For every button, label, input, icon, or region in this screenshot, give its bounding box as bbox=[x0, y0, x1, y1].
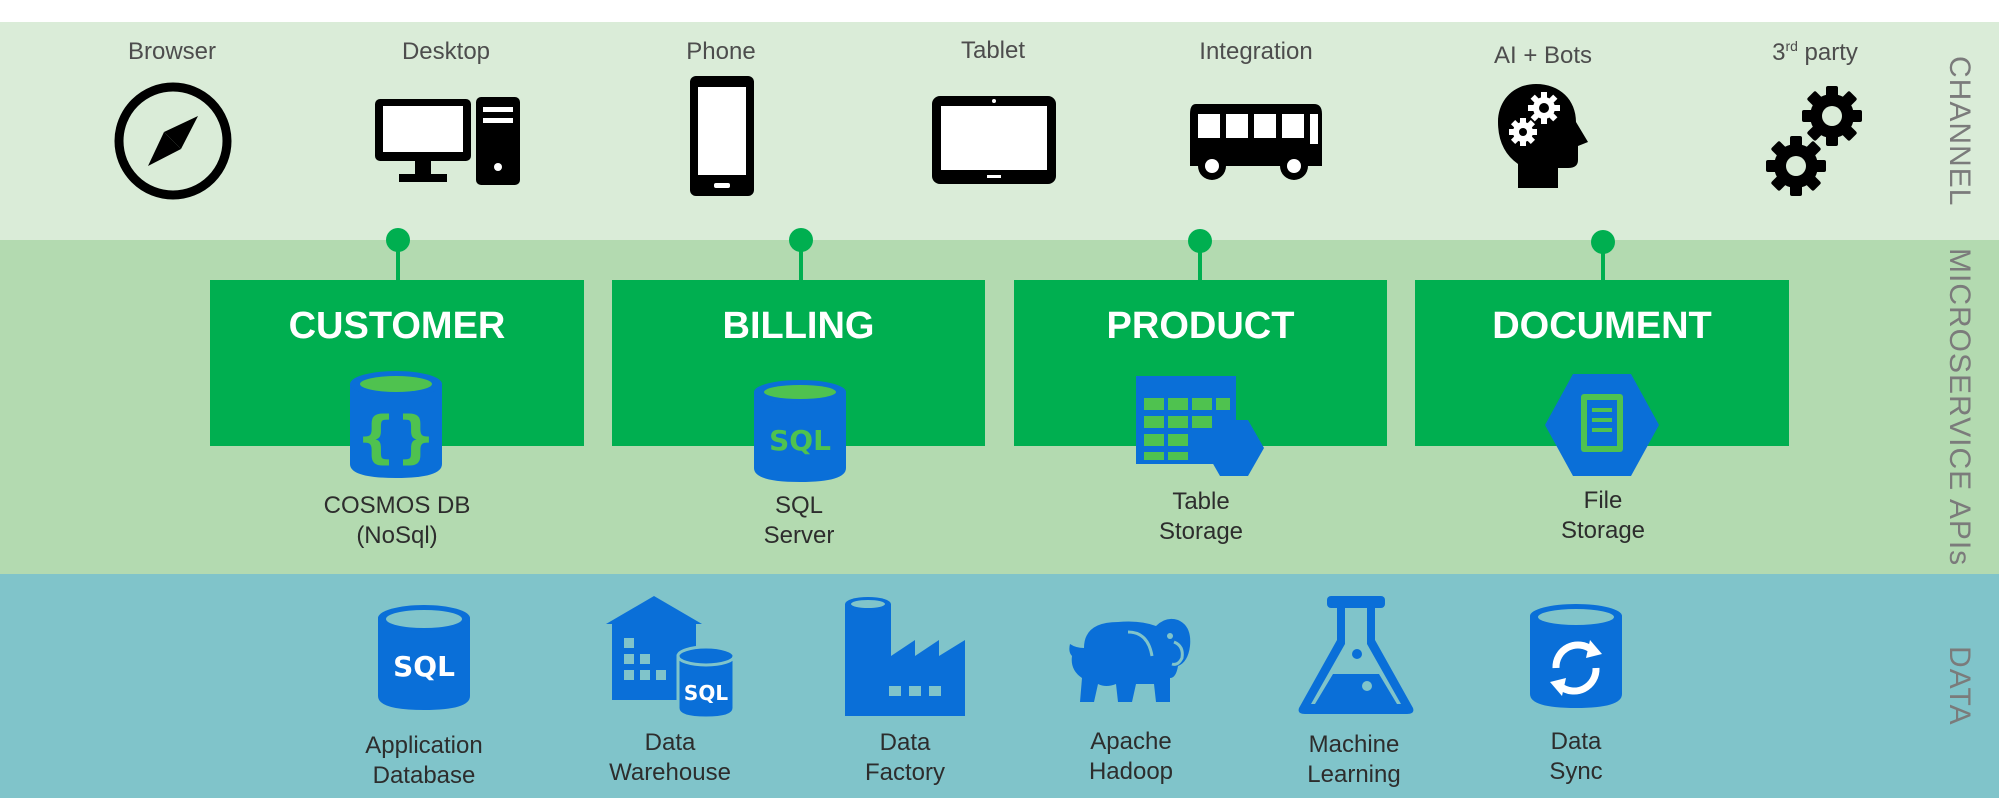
data-warehouse-icon: SQL bbox=[606, 596, 736, 720]
sql-server-icon: SQL bbox=[754, 380, 846, 482]
hadoop-elephant-icon bbox=[1069, 618, 1191, 702]
side-label-channel: CHANNEL bbox=[1943, 55, 1976, 207]
data-label-line: Machine bbox=[1308, 731, 1400, 758]
store-label-line: Storage bbox=[1158, 518, 1244, 545]
data-band bbox=[0, 574, 1999, 798]
data-label-line: Data bbox=[879, 729, 931, 756]
data-label-machine-learning: Machine Learning bbox=[1244, 730, 1464, 790]
svg-text:SQL: SQL bbox=[684, 681, 728, 705]
sql-database-icon: SQL bbox=[378, 605, 470, 710]
connector-dot-customer bbox=[386, 228, 410, 252]
store-label-line: SQL bbox=[774, 492, 824, 519]
connector-product bbox=[1198, 240, 1202, 282]
data-sync-icon bbox=[1530, 604, 1622, 708]
channel-label-tablet: Tablet bbox=[960, 37, 1026, 64]
compass-icon bbox=[114, 82, 232, 200]
channel-label-desktop: Desktop bbox=[401, 38, 491, 65]
data-label-line: Warehouse bbox=[609, 759, 731, 786]
table-storage-icon bbox=[1136, 376, 1264, 476]
data-label-line: Hadoop bbox=[1088, 758, 1174, 785]
store-label-table: Table Storage bbox=[1091, 487, 1311, 547]
connector-document bbox=[1601, 240, 1605, 282]
data-label-line: Data bbox=[644, 729, 696, 756]
channel-label-ai-bots: AI + Bots bbox=[1493, 42, 1593, 69]
side-label-microservices: MICROSERVICE APIs bbox=[1943, 247, 1976, 567]
data-label-line: Sync bbox=[1549, 758, 1603, 785]
data-label-apache-hadoop: Apache Hadoop bbox=[1021, 727, 1241, 787]
bus-icon bbox=[1190, 104, 1322, 180]
tablet-icon bbox=[932, 96, 1056, 184]
gears-icon bbox=[1766, 86, 1862, 196]
microservice-title: BILLING bbox=[722, 305, 875, 347]
head-gears-icon bbox=[1498, 84, 1588, 188]
store-label-cosmos: COSMOS DB (NoSql) bbox=[287, 491, 507, 551]
connector-dot-billing bbox=[789, 228, 813, 252]
channel-label-integration: Integration bbox=[1199, 38, 1313, 65]
data-label-line: Learning bbox=[1307, 761, 1401, 788]
store-label-line: File bbox=[1583, 487, 1623, 514]
store-label-line: Table bbox=[1172, 488, 1230, 515]
svg-text:SQL: SQL bbox=[769, 424, 831, 457]
data-label-line: Database bbox=[372, 762, 476, 789]
store-label-line: Server bbox=[763, 522, 835, 549]
store-label-file: File Storage bbox=[1493, 486, 1713, 546]
connector-dot-product bbox=[1188, 229, 1212, 253]
connector-customer bbox=[396, 240, 400, 282]
svg-text:SQL: SQL bbox=[393, 650, 455, 683]
microservice-title: DOCUMENT bbox=[1492, 305, 1712, 347]
data-label-line: Data bbox=[1550, 728, 1602, 755]
store-label-sql: SQL Server bbox=[689, 491, 909, 551]
data-label-data-factory: Data Factory bbox=[795, 728, 1015, 788]
data-label-line: Application bbox=[365, 732, 483, 759]
store-label-line: COSMOS DB bbox=[323, 492, 471, 519]
desktop-computer-icon bbox=[375, 97, 520, 185]
microservice-title: PRODUCT bbox=[1106, 305, 1295, 347]
channel-label-third-party: 3rd party bbox=[1772, 38, 1858, 66]
side-label-data: DATA bbox=[1943, 646, 1976, 726]
file-storage-icon bbox=[1545, 374, 1659, 476]
channel-label-phone: Phone bbox=[686, 38, 756, 65]
machine-learning-flask-icon bbox=[1298, 596, 1414, 714]
data-label-line: Apache bbox=[1090, 728, 1172, 755]
svg-text:{}: {} bbox=[356, 405, 436, 470]
phone-icon bbox=[690, 76, 754, 196]
data-label-data-warehouse: Data Warehouse bbox=[560, 728, 780, 788]
data-label-data-sync: Data Sync bbox=[1466, 727, 1686, 787]
data-label-line: Factory bbox=[864, 759, 945, 786]
data-factory-icon bbox=[845, 597, 965, 716]
cosmos-db-icon: {} bbox=[350, 371, 442, 478]
microservice-title: CUSTOMER bbox=[288, 305, 506, 347]
data-label-application-database: Application Database bbox=[314, 731, 534, 791]
channel-label-browser: Browser bbox=[127, 38, 217, 65]
connector-dot-document bbox=[1591, 230, 1615, 254]
store-label-line: (NoSql) bbox=[356, 522, 438, 549]
connector-billing bbox=[799, 240, 803, 282]
store-label-line: Storage bbox=[1560, 517, 1646, 544]
